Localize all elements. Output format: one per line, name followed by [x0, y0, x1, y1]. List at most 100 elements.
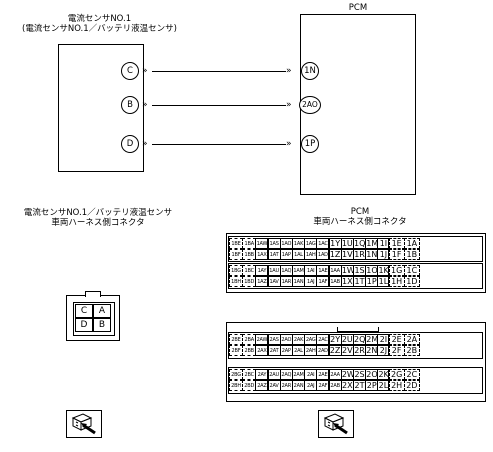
pcm-pin-2ae: 2AE	[316, 369, 330, 380]
pcm-pin-2ad: 2AD	[316, 345, 330, 356]
pcm-pin-1j: 1J	[377, 249, 390, 260]
pcm-pin-2ao: 2AO	[299, 96, 321, 114]
pcm-pin-2w: 2W	[340, 369, 354, 380]
pcm-pin-2am: 2AM	[292, 369, 306, 380]
pcm-pin-2al: 2AL	[292, 345, 306, 356]
probe-arrow-icon	[71, 413, 96, 435]
pcm-pin-2n: 2N	[365, 345, 379, 356]
sensor-connector-title-line1: 電流センサNO.1／バッテリ液温センサ	[23, 208, 173, 218]
pcm-pin-1r: 1R	[353, 249, 367, 260]
pcm-pin-2as: 2AS	[267, 334, 281, 345]
pcm-pin-2ah: 2AH	[304, 345, 318, 356]
pcm-pin-2ak: 2AK	[292, 334, 306, 345]
pcm-pin-1be: 1BE	[229, 238, 243, 249]
pcm-pin-1an: 1AN	[292, 276, 306, 287]
pcm-pin-1az: 1AZ	[255, 276, 269, 287]
connector-chevron-icon: »	[142, 139, 148, 149]
pcm-pin-2ag: 2AG	[304, 334, 318, 345]
wire-c-1n	[152, 71, 286, 72]
pcm-pin-1ad: 1AD	[316, 249, 330, 260]
pcm-pin-2q: 2Q	[353, 334, 367, 345]
pcm-pin-1i: 1I	[377, 238, 390, 249]
pcm-pin-2aj: 2AJ	[304, 380, 318, 391]
pcm-pin-2c: 2C	[403, 369, 420, 380]
pcm-pin-2a: 2A	[403, 334, 420, 345]
pcm-pin-1v: 1V	[340, 249, 354, 260]
sensor-connector-title: 電流センサNO.1／バッテリ液温センサ 車両ハーネス側コネクタ	[0, 208, 196, 228]
sensor-pin-b: B	[121, 96, 139, 114]
pcm-pin-1ab: 1AB	[328, 276, 342, 287]
pcm-pin-1n: 1N	[365, 249, 379, 260]
pcm-pin-2e: 2E	[388, 334, 405, 345]
sensor-pin-d: D	[121, 135, 139, 153]
pcm-pin-1aa: 1AA	[328, 265, 342, 276]
sensor-connector-face: C A D B	[66, 291, 120, 341]
pcm-pin-1u: 1U	[340, 238, 354, 249]
pcm-pin-1bd: 1BD	[242, 276, 257, 287]
pcm-pin-1ag: 1AG	[304, 238, 318, 249]
pcm-title: PCM	[348, 3, 368, 13]
wire-d-1p	[152, 144, 286, 145]
pcm-pin-1q: 1Q	[353, 238, 367, 249]
pcm-pin-2an: 2AN	[292, 380, 306, 391]
pcm-pin-2ar: 2AR	[279, 380, 293, 391]
pcm-pin-2be: 2BE	[229, 334, 243, 345]
pcm-pin-1aw: 1AW	[255, 238, 269, 249]
pcm-pin-1ai: 1AI	[304, 265, 318, 276]
sensor-connector-pin-a: A	[93, 304, 111, 318]
sensor-connector-title-line2: 車両ハーネス側コネクタ	[51, 218, 145, 228]
pcm-pin-1y: 1Y	[328, 238, 342, 249]
pcm-pin-1av: 1AV	[267, 276, 281, 287]
pcm-pin-2aq: 2AQ	[279, 369, 293, 380]
pcm-pin-2g: 2G	[388, 369, 405, 380]
pcm-pin-1ay: 1AY	[255, 265, 269, 276]
connector-chevron-icon: »	[286, 100, 292, 110]
pcm-pin-2aw: 2AW	[255, 334, 269, 345]
pcm-pin-2r: 2R	[353, 345, 367, 356]
pcm-pin-2ap: 2AP	[279, 345, 293, 356]
pcm-pin-2au: 2AU	[267, 369, 281, 380]
pcm-pin-2bg: 2BG	[229, 369, 243, 380]
pcm-pin-1t: 1T	[353, 276, 367, 287]
pcm-pin-2bf: 2BF	[229, 345, 243, 356]
pcm-pin-2az: 2AZ	[255, 380, 269, 391]
pcm-pin-1ar: 1AR	[279, 276, 293, 287]
pcm-pin-1ao: 1AO	[279, 238, 293, 249]
pcm-pin-1k: 1K	[377, 265, 390, 276]
pcm-connector-title-line1: PCM	[350, 207, 370, 217]
pcm-pin-1m: 1M	[365, 238, 379, 249]
pcm-pin-1ap: 1AP	[279, 249, 293, 260]
pcm-pin-1ba: 1BA	[242, 238, 257, 249]
pcm-pin-2ba: 2BA	[242, 334, 257, 345]
sensor-connector-pin-d: D	[75, 318, 93, 332]
pcm-pin-2ao: 2AO	[279, 334, 293, 345]
sensor-pin-c: C	[121, 62, 139, 80]
pcm-connector-block-1-lower	[228, 263, 483, 289]
pcm-pin-1b: 1B	[403, 249, 420, 260]
pcm-pin-2bb: 2BB	[242, 345, 257, 356]
pcm-pin-2s: 2S	[353, 369, 367, 380]
pcm-pin-2ac: 2AC	[316, 334, 330, 345]
pcm-pin-1p: 1P	[365, 276, 379, 287]
pcm-pin-1ak: 1AK	[292, 238, 306, 249]
pcm-pin-1am: 1AM	[292, 265, 306, 276]
pcm-pin-1au: 1AU	[267, 265, 281, 276]
pcm-pin-1s: 1S	[353, 265, 367, 276]
probe-connector-icon	[318, 410, 354, 438]
pcm-pin-1d: 1D	[403, 276, 420, 287]
pcm-pin-1ac: 1AC	[316, 238, 330, 249]
pcm-connector-block-2-latch	[337, 327, 379, 332]
pcm-pin-2k: 2K	[377, 369, 390, 380]
pcm-pin-2ax: 2AX	[255, 345, 269, 356]
pcm-pin-1ae: 1AE	[316, 265, 330, 276]
pcm-connector-block-2-upper	[228, 332, 483, 359]
pcm-pin-1bc: 1BC	[242, 265, 257, 276]
pcm-pin-1p: 1P	[301, 135, 319, 153]
